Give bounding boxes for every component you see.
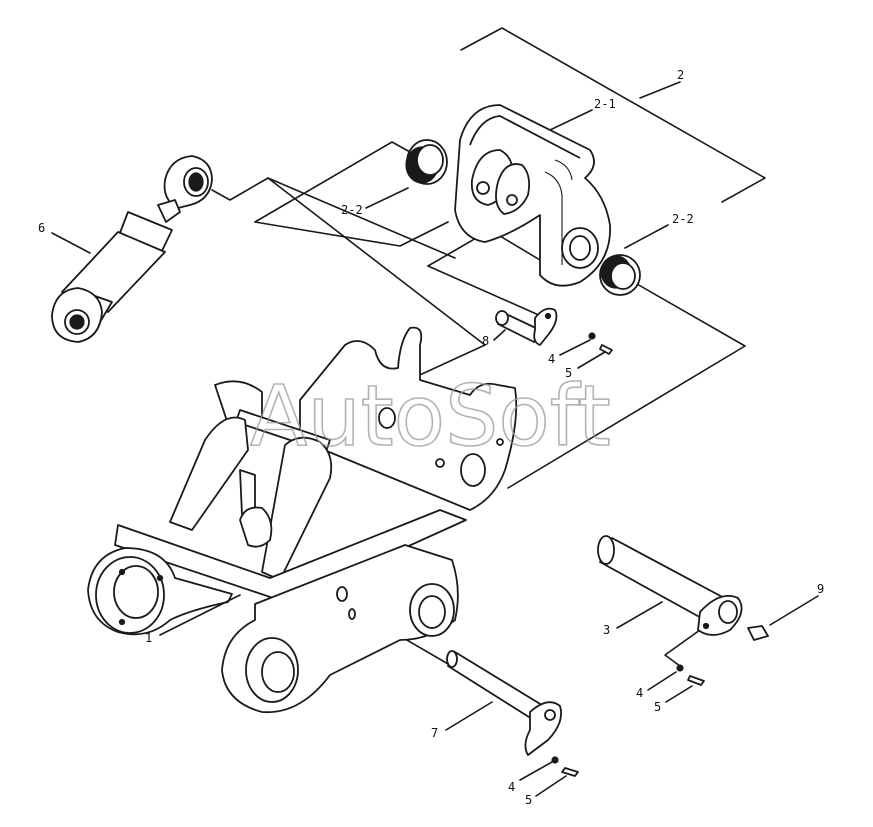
label-2-2-left: 2-2	[341, 203, 363, 217]
label-2-2-right: 2-2	[672, 212, 694, 226]
label-4-mid: 4	[636, 686, 643, 700]
main-frame-part-1	[87, 326, 518, 714]
label-1: 1	[145, 631, 152, 645]
label-8: 8	[482, 334, 489, 348]
hydraulic-cylinder-part-6	[51, 155, 213, 343]
label-6: 6	[38, 221, 45, 235]
upper-bracket-part-2-1	[454, 104, 611, 287]
part-labels: 2 2-1 2-2 2-2 6 8 4 5 1 3 9 4 5 7 4 5	[38, 68, 824, 807]
label-2: 2	[677, 68, 684, 82]
bushing-2-2-left	[405, 139, 448, 185]
label-5-top: 5	[565, 366, 572, 380]
label-7: 7	[431, 726, 438, 740]
bushing-2-2-right	[599, 254, 641, 296]
label-5-mid: 5	[654, 700, 661, 714]
main-pin-part-3	[597, 535, 769, 686]
label-4-top: 4	[548, 352, 555, 366]
label-5-bottom: 5	[525, 793, 532, 807]
label-3: 3	[603, 623, 610, 637]
leader-lines	[51, 81, 819, 797]
watermark: AutoSoft	[250, 367, 611, 465]
pin-part-8	[495, 307, 613, 355]
lower-pin-part-7	[446, 650, 579, 777]
label-2-1: 2-1	[594, 97, 616, 111]
label-9: 9	[817, 582, 824, 596]
label-4-bottom: 4	[508, 780, 515, 794]
